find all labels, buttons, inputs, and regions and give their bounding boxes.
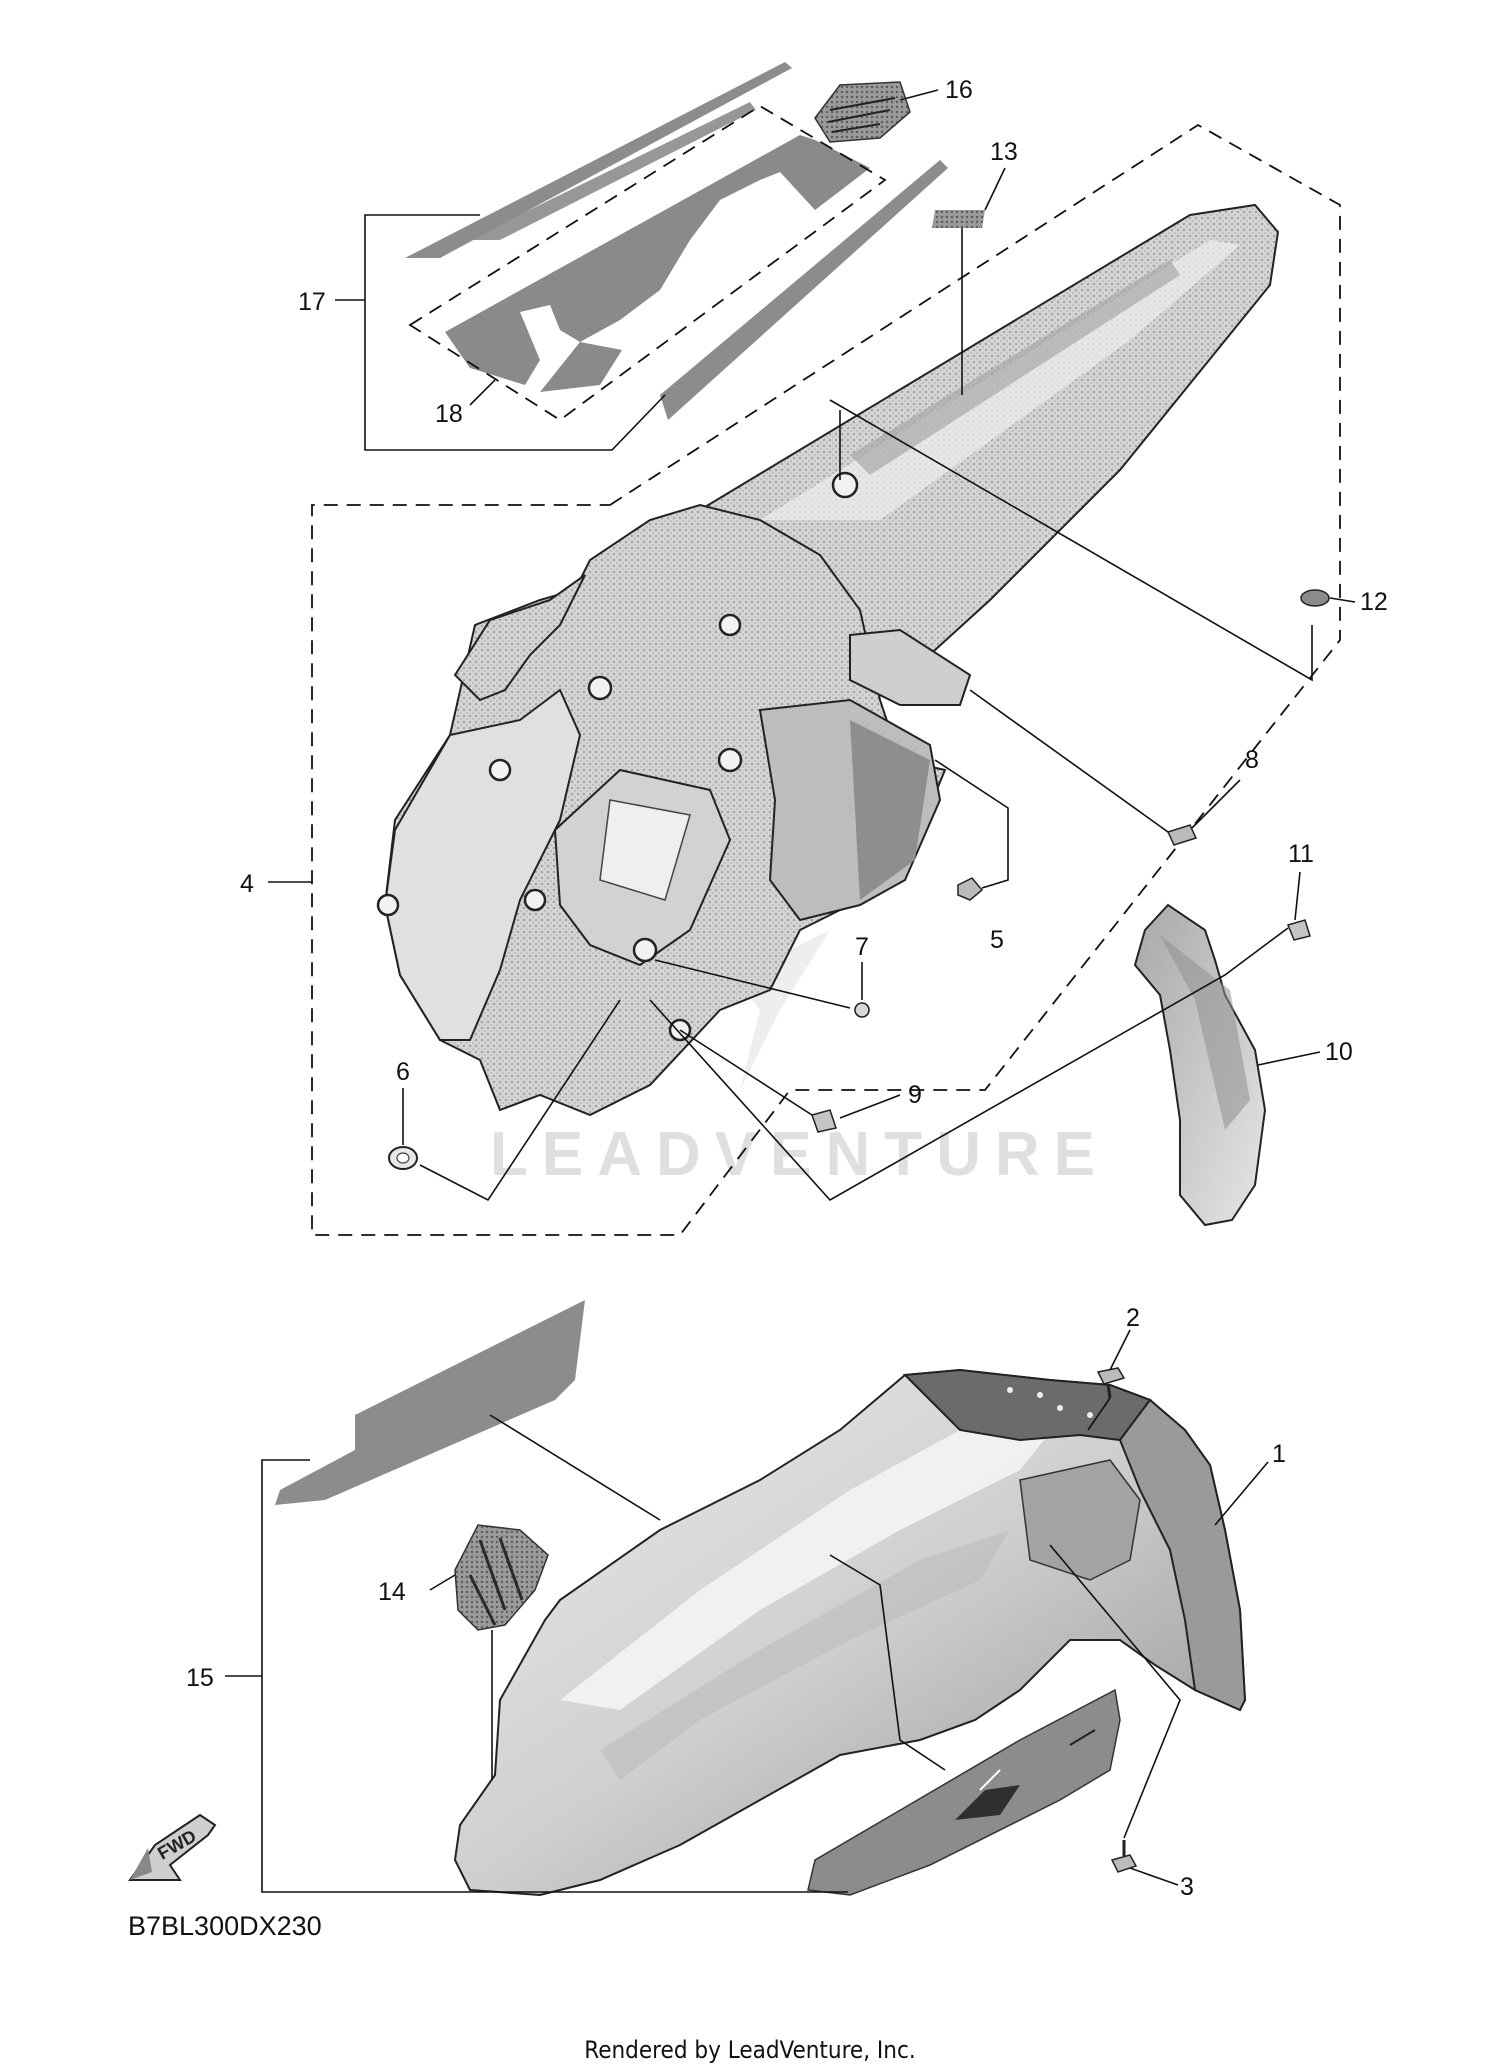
callout-labels: 1 2 3 4 5 6 7 8 9 10 11 12 13 14 15 16 1… <box>186 76 1388 1901</box>
fwd-arrow-icon: FWD <box>128 1813 217 1881</box>
callout-9: 9 <box>908 1081 922 1109</box>
callout-16: 16 <box>945 76 973 104</box>
hardware-bolt-3 <box>1110 1840 1138 1873</box>
diagram-code: B7BL300DX230 <box>128 1911 322 1941</box>
callout-14: 14 <box>378 1578 406 1606</box>
callout-3: 3 <box>1180 1873 1194 1901</box>
callout-8: 8 <box>1245 746 1259 774</box>
hardware-washer-6 <box>388 1146 418 1170</box>
callout-13: 13 <box>990 138 1018 166</box>
decal-16 <box>814 81 911 143</box>
hardware-nut-7 <box>854 1002 870 1018</box>
callout-5: 5 <box>990 926 1004 954</box>
callout-6: 6 <box>396 1058 410 1086</box>
callout-18: 18 <box>435 400 463 428</box>
callout-10: 10 <box>1325 1038 1353 1066</box>
callout-17: 17 <box>298 288 326 316</box>
leader-lines <box>225 89 1356 1886</box>
assembly-box-4 <box>311 123 1341 1236</box>
front-decal-upper <box>275 1300 585 1505</box>
decal-14 <box>454 1524 549 1631</box>
mud-flap-10 <box>1133 903 1267 1227</box>
callout-12: 12 <box>1360 588 1388 616</box>
decal-strip-upper <box>405 62 792 258</box>
callout-2: 2 <box>1126 1304 1140 1332</box>
callout-7: 7 <box>855 933 869 961</box>
bracket-17 <box>364 214 666 451</box>
decal-strip-lower <box>660 160 948 420</box>
rear-decal-set <box>405 62 948 422</box>
callout-1: 1 <box>1272 1440 1286 1468</box>
callout-4: 4 <box>240 870 254 898</box>
hardware-nut-5 <box>957 877 984 901</box>
hardware-bolt-8 <box>1166 824 1198 846</box>
callout-15: 15 <box>186 1664 214 1692</box>
footer-credit: Rendered by LeadVenture, Inc. <box>584 2036 915 2064</box>
hardware-grommet-12 <box>1300 589 1330 607</box>
decal-13 <box>932 210 985 228</box>
decal-18-graphic <box>445 135 870 385</box>
hardware-bolt-2 <box>1096 1367 1126 1399</box>
rear-fender <box>376 203 1280 1117</box>
watermark-text: LEADVENTURE <box>490 1120 1109 1189</box>
decal-strip-middle <box>468 102 756 240</box>
hardware-screw-9 <box>811 1109 837 1133</box>
hardware-screw-11 <box>1286 919 1311 941</box>
front-fender <box>453 1368 1247 1897</box>
callout-11: 11 <box>1288 840 1314 868</box>
